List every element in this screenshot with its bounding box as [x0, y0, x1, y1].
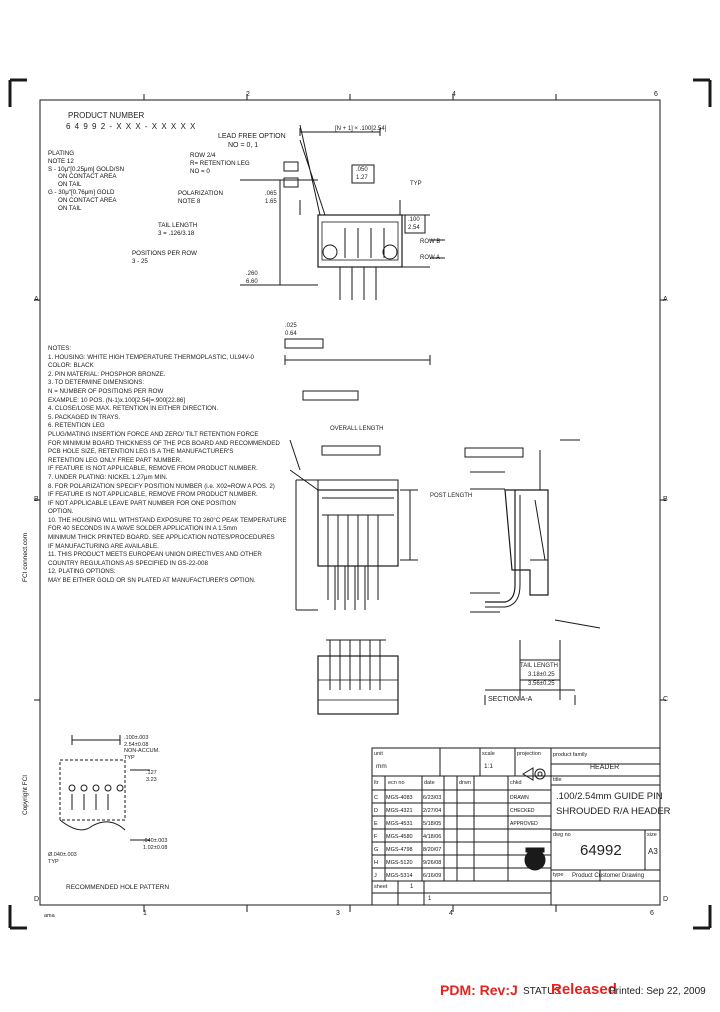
zone-row-b-right: B — [663, 496, 668, 503]
dim-label: .100 — [408, 217, 420, 223]
tb-size-label: size — [647, 832, 657, 838]
tb-unit-label: unit — [374, 751, 383, 757]
zone-row-a-left: A — [34, 296, 39, 303]
row-a-label: ROW A — [420, 255, 441, 261]
tb-sheet: 1 — [410, 884, 414, 890]
section-view-profile — [504, 489, 549, 596]
tb-dwg-no: 64992 — [580, 842, 622, 859]
rev-header-ecn: ecn no — [388, 780, 405, 786]
tail-length-block: TAIL LENGTH 3 = .126/3.18 — [158, 222, 198, 237]
product-number-label: PRODUCT NUMBER — [68, 111, 145, 120]
tb-unit: mm — [376, 763, 387, 770]
post-length-label: POST LENGTH — [430, 493, 473, 499]
tb-type: Product Customer Drawing — [572, 873, 645, 879]
zone-col-4-bottom: 4 — [449, 910, 453, 917]
tail-length-value: 3.56±0.25 — [528, 681, 555, 687]
dim-label: .025 — [285, 323, 297, 329]
zone-col-4-top: 4 — [452, 91, 456, 98]
approval-names: DRAWN CHECKED APPROVED — [510, 795, 538, 827]
polarization-block: POLARIZATION NOTE 8 — [178, 190, 223, 205]
tb-scale-label: scale — [482, 751, 495, 757]
plating-options-block: PLATING NOTE 12 S - 10μ"[0.25μm] GOLD/SN… — [48, 150, 125, 212]
status-value: Released — [551, 981, 617, 998]
rev-header-date: date — [424, 780, 435, 786]
positions-block: POSITIONS PER ROW 3 - 25 — [132, 250, 197, 265]
dim-label: 1.27 — [356, 175, 368, 181]
dim-label: .065 — [265, 191, 277, 197]
footer-initials: ama — [44, 913, 55, 919]
lead-free-value: NO = 0, 1 — [228, 142, 259, 149]
pdm-revision: PDM: Rev:J — [440, 982, 518, 998]
zone-row-c-right: C — [663, 696, 669, 703]
rev-header-chkd: chkd — [510, 780, 522, 786]
zone-row-b-left: B — [34, 496, 39, 503]
printed-date: Printed: Sep 22, 2009 — [609, 986, 706, 997]
dim-label: 1.65 — [265, 199, 277, 205]
tb-product-family-label: product family — [553, 752, 588, 758]
lead-free-label: LEAD FREE OPTION — [218, 133, 286, 140]
fci-connect-vertical: FCI connect.com — [22, 532, 29, 582]
tb-projection-label: projection — [517, 751, 541, 757]
hole-pitch-dim: .100±.003 2.54±0.08 NON-ACCUM. TYP — [124, 735, 160, 761]
zone-row-d-left: D — [34, 896, 40, 903]
tb-dwg-no-label: dwg no — [553, 832, 571, 838]
status-label: STATUS — [523, 986, 561, 997]
copyright-vertical: Copyright FCI — [22, 774, 29, 815]
tb-type-label: type — [553, 872, 564, 878]
zone-col-3-bottom: 3 — [336, 910, 340, 917]
tb-sheet-of: 1 — [428, 896, 432, 902]
tb-title-label: title — [553, 777, 562, 783]
tb-title-line2: SHROUDED R/A HEADER — [556, 806, 671, 817]
tb-product-family: HEADER — [590, 764, 620, 771]
top-view-housing — [317, 214, 403, 268]
tail-length-value: 3.18±0.25 — [528, 672, 555, 678]
overall-length-label: OVERALL LENGTH — [330, 426, 384, 432]
tb-scale: 1:1 — [484, 763, 494, 770]
rev-header-drwn: drwn — [459, 780, 471, 786]
product-number-code: 6 4 9 9 2 - X X X - X X X X X — [66, 122, 197, 131]
tb-title-line1: .100/2.54mm GUIDE PIN — [556, 791, 663, 802]
zone-col-1-bottom: 1 — [143, 910, 147, 917]
zone-row-d-right: D — [663, 896, 669, 903]
zone-col-6-top: 6 — [654, 91, 658, 98]
hole-row2-dim: .040±.003 1.02±0.08 — [143, 838, 168, 851]
projection-symbol — [522, 767, 546, 781]
hole-row-dim: .127 3.23 — [146, 770, 157, 783]
corner-mark-bl — [8, 905, 27, 930]
row-b-label: ROW B — [420, 239, 441, 245]
zone-col-2-top: 2 — [246, 91, 250, 98]
fci-logo — [524, 847, 546, 871]
section-a-a-label: SECTION A-A — [488, 696, 533, 703]
retention-options-block: ROW 2/4 R= RETENTION LEG NO = 0 — [190, 152, 250, 175]
hole-dia-dim: Ø.040±.003 TYP — [48, 852, 77, 865]
dim-label: .260 — [246, 271, 258, 277]
tb-size: A3 — [648, 847, 658, 856]
zone-col-6-bottom: 6 — [650, 910, 654, 917]
corner-mark-br — [693, 905, 712, 930]
tb-sheet-label: sheet — [374, 884, 388, 890]
dim-label: .050 — [356, 167, 368, 173]
typ-label: TYP — [410, 181, 422, 187]
recommended-hole-pattern-label: RECOMMENDED HOLE PATTERN — [66, 884, 170, 891]
dim-label: 0.64 — [285, 331, 297, 337]
rev-header-ltr: ltr — [374, 780, 379, 786]
zone-row-a-right: A — [663, 296, 668, 303]
tail-length-label: TAIL LENGTH — [520, 663, 559, 669]
dim-label: 2.54 — [408, 225, 420, 231]
corner-mark-tr — [693, 78, 712, 107]
title-block-lines — [371, 747, 661, 906]
dim-label: 6.60 — [246, 279, 258, 285]
corner-mark-tl — [8, 78, 27, 107]
dim-label: [N + 1] × .100[2.54] — [335, 126, 387, 132]
drawing-notes: NOTES: 1. HOUSING: WHITE HIGH TEMPERATUR… — [48, 345, 287, 585]
